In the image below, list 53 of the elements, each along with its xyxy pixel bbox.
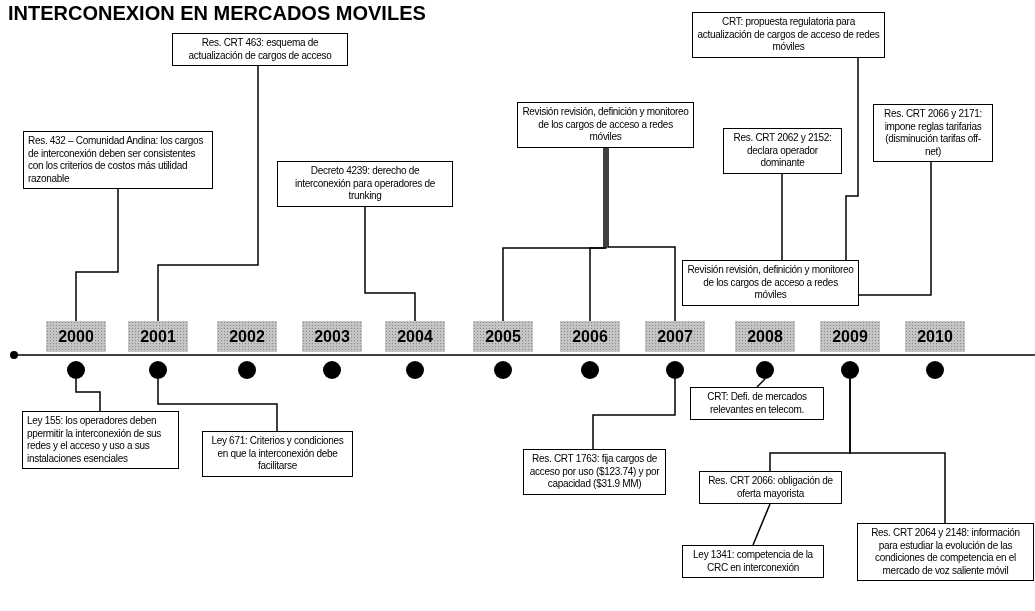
timeline-dot <box>406 361 424 379</box>
connector-line <box>75 378 101 412</box>
connector-line <box>849 378 946 524</box>
event-box: Res. CRT 2062 y 2152: declara operador dominante <box>723 128 842 174</box>
year-label: 2002 <box>217 321 277 352</box>
year-label: 2008 <box>735 321 795 352</box>
timeline-dot <box>67 361 85 379</box>
timeline-dot <box>238 361 256 379</box>
timeline-dot <box>494 361 512 379</box>
year-label: 2004 <box>385 321 445 352</box>
connector-line <box>157 378 278 432</box>
event-box: Revisión revisión, definición y monitoreo de los cargos de acceso a redes móviles <box>682 260 859 306</box>
event-box: Res. CRT 2066: obligación de oferta mayorista <box>699 471 842 504</box>
timeline-dot <box>756 361 774 379</box>
event-box: Res. CRT 2064 y 2148: información para estudiar la evolución de las condiciones de competencia en el mercado de voz saliente móvil <box>857 523 1034 581</box>
diagram-title: INTERCONEXION EN MERCADOS MOVILES <box>8 2 426 25</box>
year-label: 2009 <box>820 321 880 352</box>
connector-line <box>589 147 607 322</box>
connector-line <box>858 161 932 296</box>
year-label: 2007 <box>645 321 705 352</box>
connector-line <box>364 206 416 322</box>
event-box: Res. 432 – Comunidad Andina: los cargos de interconexión deben ser consistentes con los criterios de costos más utilidad razonable <box>23 131 213 189</box>
year-label: 2005 <box>473 321 533 352</box>
timeline-dot <box>666 361 684 379</box>
event-box: CRT: Defi. de mercados relevantes en telecom. <box>690 387 824 420</box>
timeline-dot <box>149 361 167 379</box>
event-box: Res. CRT 2066 y 2171: impone reglas tarifarias (disminución tarifas off-net) <box>873 104 993 162</box>
year-label: 2000 <box>46 321 106 352</box>
event-box: Res. CRT 1763: fija cargos de acceso por uso ($123.74) y por capacidad ($31.9 MM) <box>523 449 666 495</box>
connector-line <box>845 57 859 261</box>
event-box: Res. CRT 463: esquema de actualización de cargos de acceso <box>172 33 348 66</box>
connector-line <box>592 378 676 450</box>
event-box: Ley 671: Criterios y condiciones en que la interconexión debe facilitarse <box>202 431 353 477</box>
connector-line <box>752 503 771 546</box>
connector-line <box>502 147 605 322</box>
timeline-dot <box>581 361 599 379</box>
year-label: 2010 <box>905 321 965 352</box>
event-box: Ley 1341: competencia de la CRC en interconexión <box>682 545 824 578</box>
connector-line <box>781 173 783 261</box>
year-label: 2003 <box>302 321 362 352</box>
connector-line <box>157 65 259 322</box>
year-label: 2001 <box>128 321 188 352</box>
event-box: Revisión revisión, definición y monitoreo de los cargos de acceso a redes móviles <box>517 102 694 148</box>
event-box: CRT: propuesta regulatoria para actualización de cargos de acceso de redes móviles <box>692 12 885 58</box>
year-label: 2006 <box>560 321 620 352</box>
connector-line <box>75 188 119 322</box>
event-box: Decreto 4239: derecho de interconexión para operadores de trunking <box>277 161 453 207</box>
event-box: Ley 155: los operadores deben ppermitir la interconexión de sus redes y el acceso y uso a sus instalaciones esenciales <box>22 411 179 469</box>
timeline-dot <box>323 361 341 379</box>
timeline-dot <box>841 361 859 379</box>
connector-line <box>756 378 766 388</box>
connector-line <box>607 147 676 322</box>
timeline-dot <box>926 361 944 379</box>
